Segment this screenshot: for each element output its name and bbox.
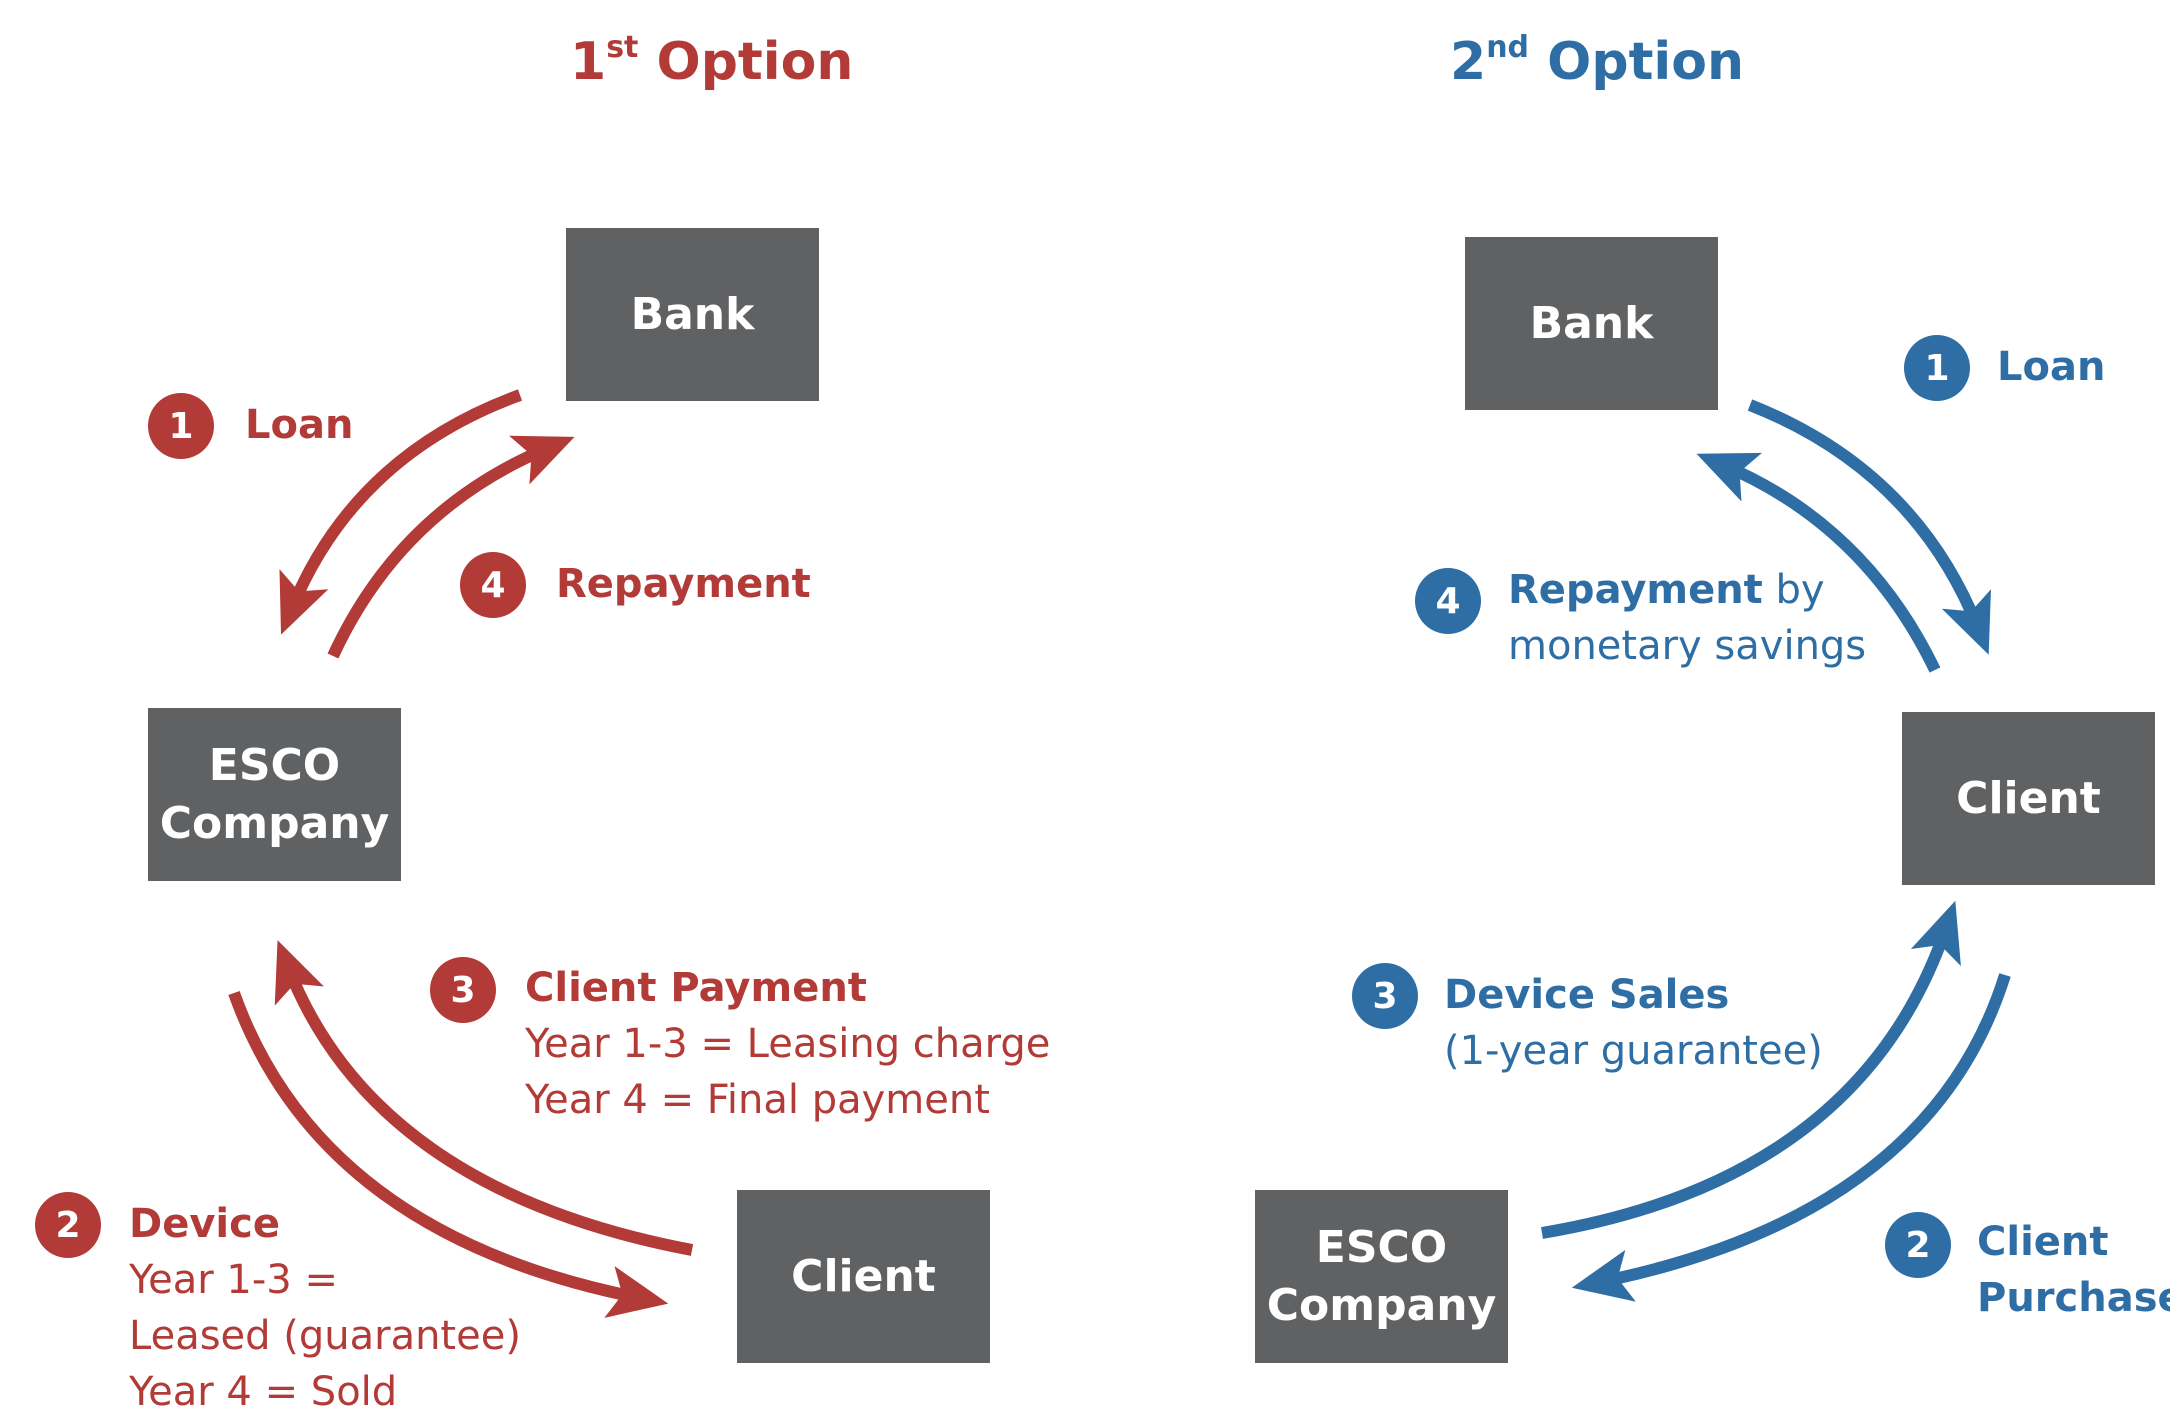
step-label-loan: Loan (1997, 344, 2106, 390)
arrow-loan-bank-to-esco (279, 389, 523, 635)
step-number-badge: 1 (148, 393, 214, 459)
arrow-client-purchase-client-to-esco (1571, 973, 2011, 1302)
arrow-device-esco-to-client (228, 990, 669, 1318)
step-label-device-sales: Device Sales (1-year guarantee) (1444, 972, 1823, 1074)
step-label-repayment: Repayment (556, 561, 811, 607)
arrow-repayment-esco-to-bank (327, 435, 575, 659)
step-label-client-payment: Client Payment Year 1-3 = Leasing charge… (525, 965, 1051, 1123)
step-number-badge: 3 (1352, 963, 1418, 1029)
step-label-loan: Loan (245, 402, 354, 448)
node-bank: Bank (1465, 237, 1718, 410)
option-1-title: 1st Option (570, 29, 854, 92)
node-client: Client (1902, 712, 2155, 885)
step-number-badge: 4 (460, 552, 526, 618)
step-label-device: Device Year 1-3 = Leased (guarantee) Yea… (129, 1201, 521, 1415)
arrow-client-payment-client-to-esco (274, 940, 694, 1256)
node-bank: Bank (566, 228, 819, 401)
node-client: Client (737, 1190, 990, 1363)
step-number-badge: 4 (1415, 568, 1481, 634)
step-number-badge: 1 (1904, 335, 1970, 401)
step-label-client-purchase: Client Purchase (1977, 1219, 2170, 1321)
step-label-repayment: Repayment by monetary savings (1508, 567, 1867, 669)
step-number-badge: 2 (1885, 1212, 1951, 1278)
option-2-title: 2nd Option (1450, 29, 1744, 92)
step-number-badge: 3 (430, 957, 496, 1023)
arrow-repayment-client-to-bank (1696, 452, 1941, 673)
arrow-device-sales-esco-to-client (1541, 900, 1961, 1239)
arrow-loan-bank-to-client (1747, 399, 1991, 655)
step-number-badge: 2 (35, 1192, 101, 1258)
